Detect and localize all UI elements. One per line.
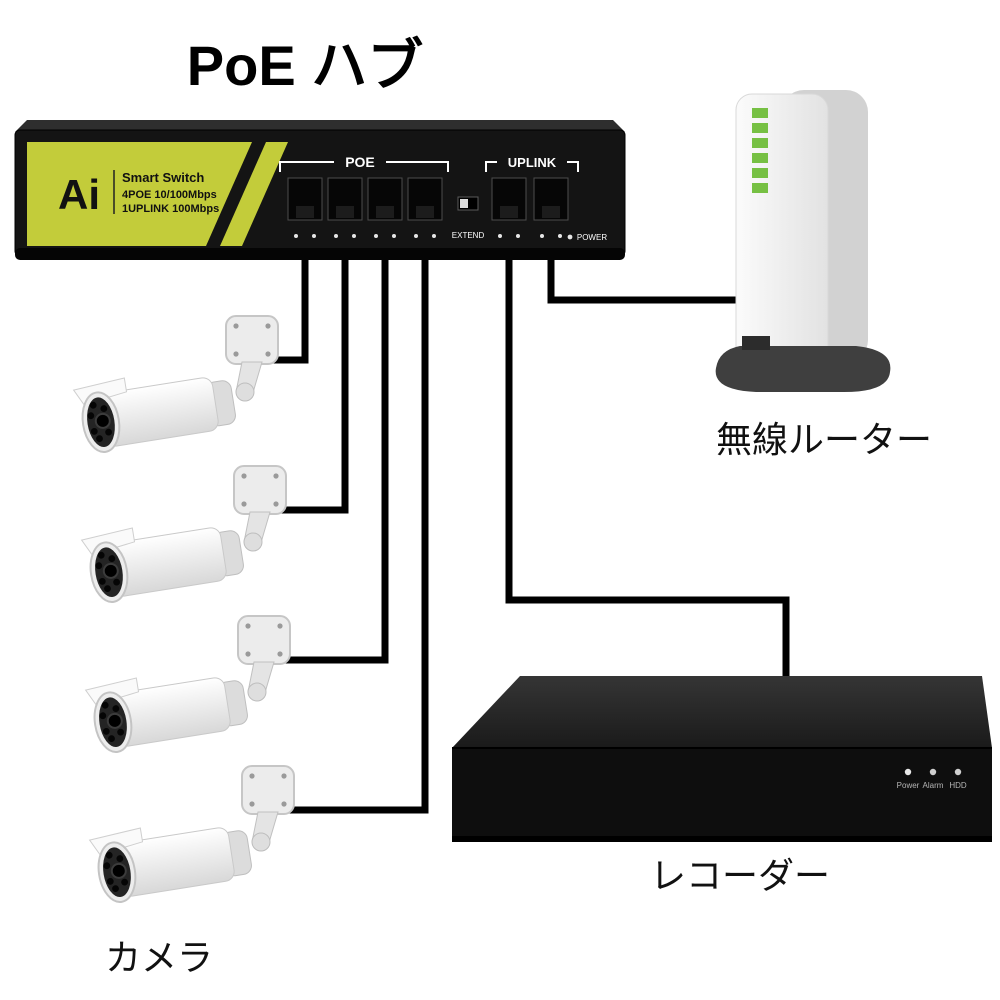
recorder-led-label-hdd: HDD bbox=[949, 781, 967, 790]
cable-poe3-to-camera3 bbox=[274, 200, 389, 664]
poe-bracket-left bbox=[279, 161, 334, 172]
router-base bbox=[715, 346, 891, 392]
switch-logo: Ai bbox=[58, 171, 100, 218]
power-led bbox=[567, 234, 573, 240]
recorder-alarm-led bbox=[929, 768, 937, 776]
recorder-top-face bbox=[452, 676, 992, 748]
router-base-notch bbox=[742, 336, 770, 350]
recorder-label: レコーダー bbox=[650, 855, 830, 896]
poe-port-3 bbox=[367, 177, 403, 221]
recorder-power-led bbox=[904, 768, 912, 776]
cables bbox=[262, 200, 790, 814]
camera-2 bbox=[79, 465, 287, 607]
camera-label: カメラ bbox=[105, 937, 213, 978]
recorder-status-leds: Power Alarm HDD bbox=[897, 768, 967, 790]
uplink-bracket-right bbox=[567, 161, 579, 172]
router-label: 無線ルーター bbox=[716, 419, 932, 460]
poe-bracket-right bbox=[386, 161, 449, 172]
poe-port-1 bbox=[287, 177, 323, 221]
router-front-face bbox=[735, 93, 829, 363]
cable-uplink-to-recorder bbox=[505, 200, 790, 700]
diagram-title: PoE ハブ bbox=[187, 34, 423, 97]
poe-port-4 bbox=[407, 177, 443, 221]
uplink-port-1 bbox=[491, 177, 527, 221]
camera-4 bbox=[87, 765, 295, 907]
recorder-led-label-alarm: Alarm bbox=[923, 781, 944, 790]
switch-top-face bbox=[15, 120, 625, 132]
wireless-router bbox=[715, 90, 891, 392]
switch-name: Smart Switch bbox=[122, 170, 204, 185]
switch-faceplate bbox=[27, 142, 252, 246]
recorder-front-face bbox=[452, 748, 992, 842]
poe-port-2 bbox=[327, 177, 363, 221]
extend-label: EXTEND bbox=[452, 231, 485, 240]
poe-switch: Ai Smart Switch 4POE 10/100Mbps 1UPLINK … bbox=[14, 120, 626, 260]
poe-group-label: POE bbox=[345, 154, 375, 170]
cable-poe4-to-camera4 bbox=[278, 200, 429, 814]
recorder-bottom-lip bbox=[452, 836, 992, 842]
router-leds bbox=[752, 108, 768, 193]
extend-dip-switch bbox=[457, 196, 479, 211]
switch-faceplate-stripe bbox=[220, 142, 288, 246]
switch-bottom-lip bbox=[15, 248, 625, 260]
recorder: Power Alarm HDD bbox=[452, 676, 992, 842]
camera-1 bbox=[71, 315, 279, 457]
port-indicator-leds bbox=[294, 234, 562, 238]
power-label: POWER bbox=[577, 233, 607, 242]
recorder-hdd-led bbox=[954, 768, 962, 776]
uplink-group-label: UPLINK bbox=[508, 155, 557, 170]
uplink-port-2 bbox=[533, 177, 569, 221]
recorder-led-label-power: Power bbox=[897, 781, 920, 790]
cable-poe2-to-camera2 bbox=[270, 200, 349, 514]
uplink-bracket-left bbox=[485, 161, 497, 172]
switch-spec-line1: 4POE 10/100Mbps bbox=[122, 189, 217, 201]
switch-spec-line2: 1UPLINK 100Mbps bbox=[122, 203, 219, 215]
camera-3 bbox=[83, 615, 291, 757]
